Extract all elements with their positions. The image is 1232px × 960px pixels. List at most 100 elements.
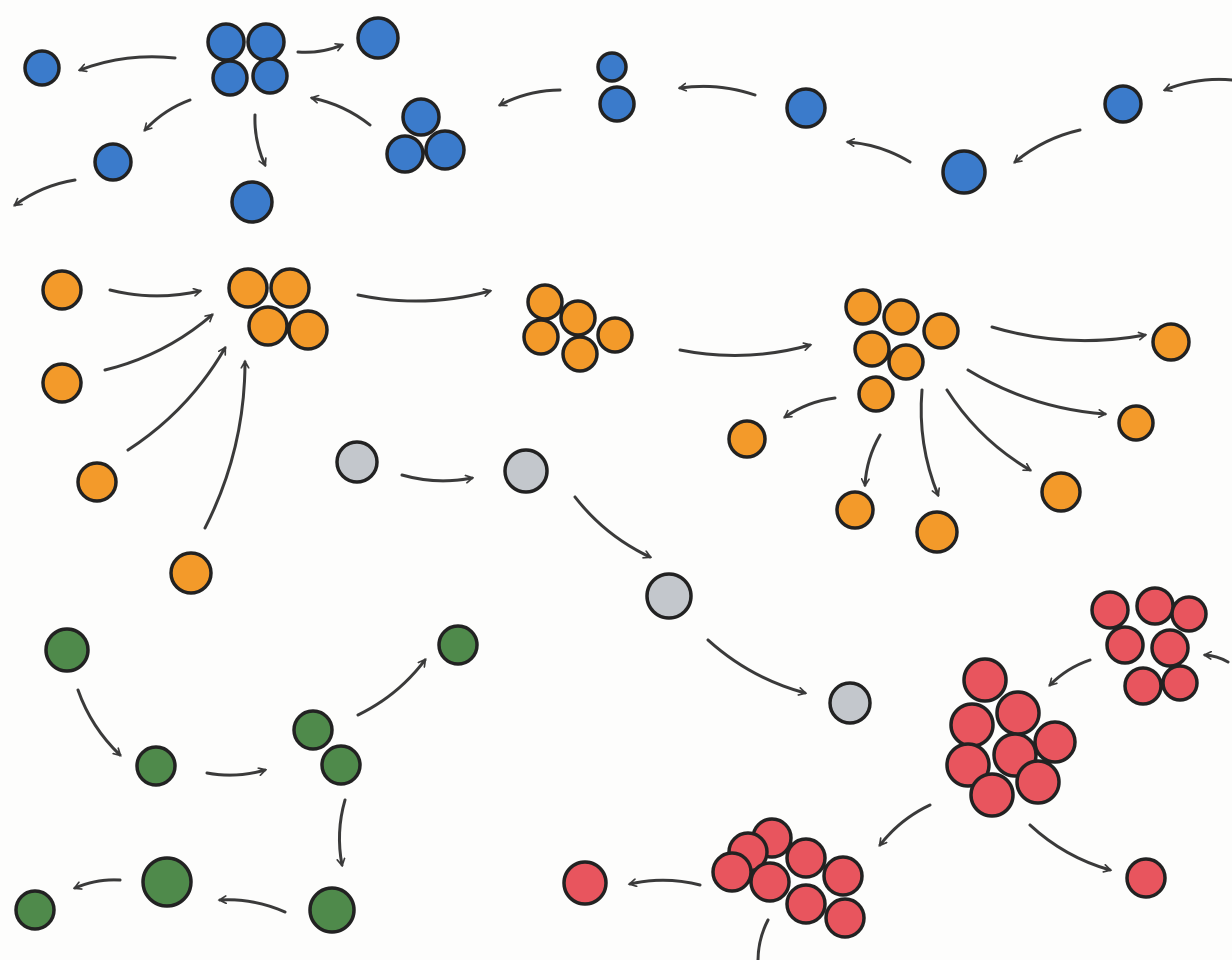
arrow xyxy=(253,113,265,165)
arrows-layer xyxy=(15,45,1232,960)
green-cell xyxy=(135,745,177,787)
arrow xyxy=(80,55,177,70)
arrow xyxy=(356,291,490,303)
green-cell xyxy=(141,856,193,908)
arrow xyxy=(945,388,1030,472)
blue-cell xyxy=(93,142,133,182)
arrow xyxy=(880,803,932,845)
red-cell xyxy=(1123,666,1163,706)
orange-cell xyxy=(561,335,599,373)
blue-cell xyxy=(401,97,441,137)
red-cell xyxy=(1170,595,1208,633)
arrow xyxy=(678,345,810,357)
orange-cell xyxy=(1117,404,1155,442)
red-cell xyxy=(969,772,1015,818)
orange-cell xyxy=(915,510,959,554)
arrow xyxy=(220,900,287,914)
blue-cell xyxy=(941,149,987,195)
red-cell xyxy=(1105,625,1145,665)
orange-cell xyxy=(247,305,289,347)
red-cell xyxy=(1033,720,1077,764)
red-cell xyxy=(1090,590,1130,630)
orange-cell xyxy=(857,375,895,413)
orange-cell xyxy=(76,461,118,503)
arrow xyxy=(76,688,120,755)
arrow xyxy=(990,325,1145,343)
red-cell xyxy=(1135,586,1175,626)
orange-cell xyxy=(227,267,269,309)
arrow xyxy=(205,770,265,777)
arrow xyxy=(203,362,245,530)
arrow xyxy=(573,495,650,557)
orange-cell xyxy=(596,316,634,354)
green-cell xyxy=(44,627,90,673)
blue-cell xyxy=(211,59,249,97)
orange-cell xyxy=(41,362,83,404)
orange-cell xyxy=(1151,322,1191,362)
arrow xyxy=(630,880,702,885)
arrow xyxy=(966,368,1105,414)
arrow xyxy=(785,396,837,419)
arrow xyxy=(296,45,342,54)
arrow xyxy=(1050,658,1092,685)
arrow xyxy=(1205,655,1230,664)
arrow xyxy=(145,98,192,130)
red-cell xyxy=(785,837,827,879)
orange-cell xyxy=(169,551,213,595)
arrow xyxy=(865,433,882,485)
orange-cell xyxy=(522,318,560,356)
orange-cell xyxy=(727,419,767,459)
red-cell xyxy=(949,702,995,748)
red-cell xyxy=(1161,664,1199,702)
arrow xyxy=(108,290,200,298)
red-cell xyxy=(824,897,866,939)
orange-cell xyxy=(844,288,882,326)
green-cell xyxy=(437,624,479,666)
arrow xyxy=(756,918,770,960)
blue-cell xyxy=(356,16,400,60)
grey-cell xyxy=(503,448,549,494)
orange-cell xyxy=(887,343,925,381)
green-cell xyxy=(14,889,56,931)
red-cell xyxy=(1015,759,1061,805)
grey-cell xyxy=(335,440,379,484)
red-cell xyxy=(1125,857,1167,899)
blue-cell xyxy=(246,22,286,62)
arrow xyxy=(680,86,757,97)
blue-cell xyxy=(251,57,289,95)
orange-cell xyxy=(882,298,920,336)
red-cell xyxy=(711,851,753,893)
arrow xyxy=(1028,823,1110,870)
orange-cell xyxy=(269,267,311,309)
orange-cell xyxy=(287,309,329,351)
green-cell xyxy=(308,886,356,934)
blue-cell xyxy=(785,87,827,129)
red-cell xyxy=(785,883,827,925)
arrow xyxy=(103,315,212,372)
orange-cell xyxy=(526,283,564,321)
blue-cell xyxy=(598,85,636,123)
arrow xyxy=(919,388,938,495)
orange-cell xyxy=(1040,471,1082,513)
blue-cell xyxy=(1103,84,1143,124)
blue-cell xyxy=(230,180,274,224)
arrow xyxy=(500,88,562,107)
arrow xyxy=(1015,128,1082,162)
blue-cell xyxy=(385,134,425,174)
arrow xyxy=(356,660,427,717)
red-cell xyxy=(945,742,991,788)
red-cell xyxy=(962,657,1008,703)
red-cell xyxy=(1150,628,1190,668)
arrow xyxy=(126,348,227,452)
arrow xyxy=(312,98,372,127)
blue-cell xyxy=(596,51,628,83)
cells-layer xyxy=(14,16,1208,939)
orange-cell xyxy=(853,330,891,368)
grey-cell xyxy=(828,681,872,725)
blue-cell xyxy=(424,129,466,171)
grey-cell xyxy=(645,572,693,620)
red-cell xyxy=(995,690,1041,736)
green-cell xyxy=(320,744,362,786)
red-cell xyxy=(562,860,608,906)
